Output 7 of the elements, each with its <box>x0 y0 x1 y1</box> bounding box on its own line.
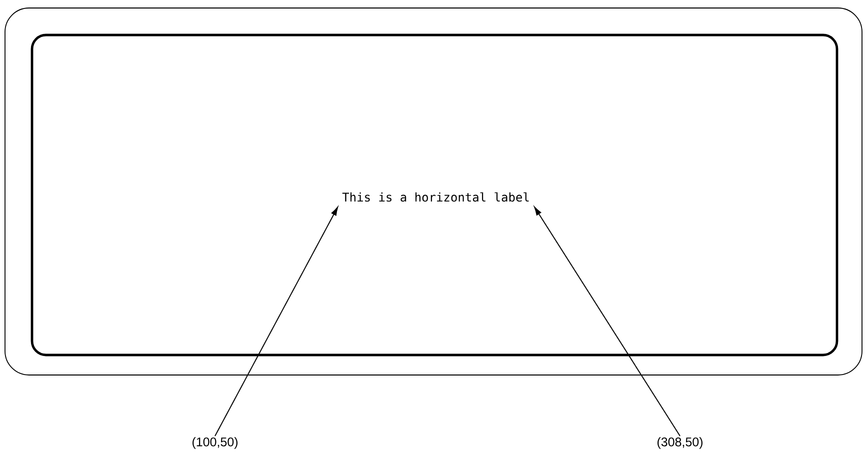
coordinate-label: (308,50) <box>658 437 702 449</box>
horizontal-label: This is a horizontal label <box>342 192 529 202</box>
coordinate-label: (100,50) <box>192 437 238 449</box>
leader-arrow <box>534 206 680 436</box>
leader-arrow <box>214 206 338 436</box>
screen-frame <box>4 8 862 376</box>
display-area <box>30 34 838 356</box>
